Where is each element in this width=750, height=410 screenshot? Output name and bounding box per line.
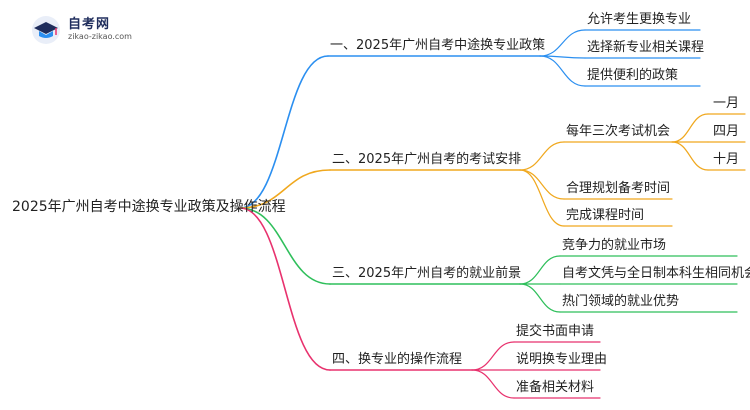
connector-line [239,169,331,209]
connector-line [539,29,586,57]
connector-line [671,113,709,143]
branch-label: 四、换专业的操作流程 [332,352,463,367]
leaf-label: 说明换专业理由 [516,352,608,367]
connector-line [471,369,515,399]
connector-line [471,341,515,371]
connector-line [239,207,331,371]
connector-line [539,55,586,87]
leaf-label: 提交书面申请 [516,324,595,339]
leaf-label: 一月 [713,96,740,111]
leaf-label: 选择新专业相关课程 [587,40,705,55]
connector-line [519,283,561,313]
connector-line [519,169,565,227]
graduation-cap-icon [32,16,60,44]
leaf-label: 十月 [713,152,740,167]
leaf-label: 准备相关材料 [516,380,595,395]
leaf-label: 竞争力的就业市场 [562,238,667,253]
leaf-label: 热门领域的就业优势 [562,294,680,309]
site-logo[interactable]: 自考网 zikao-zikao.com [30,14,132,46]
leaf-label: 四月 [713,124,740,139]
connector-line [239,207,331,285]
connector-line [239,55,329,209]
leaf-label: 完成课程时间 [566,208,645,223]
subtopic-label: 每年三次考试机会 [566,124,671,139]
leaf-label: 允许考生更换专业 [587,12,692,27]
connector-line [671,141,709,171]
branch-label: 一、2025年广州自考中途换专业政策 [330,38,546,53]
branch-label: 三、2025年广州自考的就业前景 [332,266,522,281]
root-topic: 2025年广州自考中途换专业政策及操作流程 [12,199,286,215]
connector-line [519,255,561,285]
leaf-label: 合理规划备考时间 [566,181,671,196]
leaf-label: 提供便利的政策 [587,68,679,83]
leaf-label: 自考文凭与全日制本科生相同机会 [562,266,750,281]
connector-line [519,141,565,171]
logo-url: zikao-zikao.com [68,31,132,41]
branch-label: 二、2025年广州自考的考试安排 [332,152,522,167]
logo-title: 自考网 [68,17,111,33]
connector-line [519,169,565,200]
